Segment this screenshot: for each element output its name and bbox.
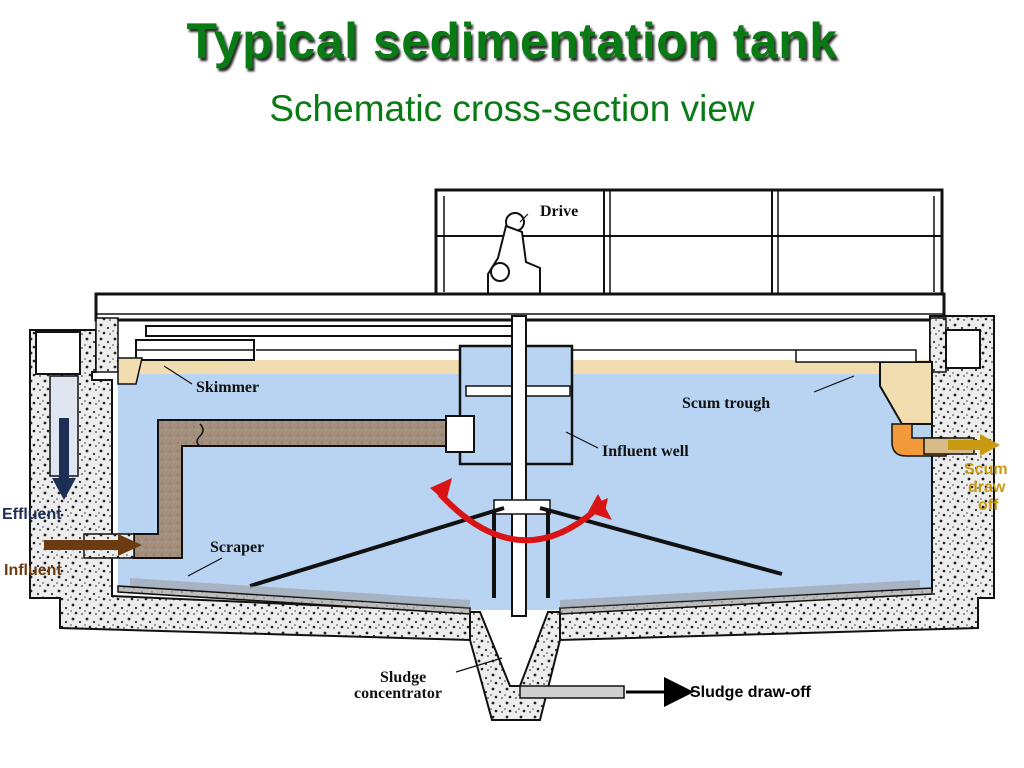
label-drive: Drive [540,203,578,220]
label-influent: Influent [4,562,62,579]
label-sludge-concentrator-2: concentrator [354,685,442,702]
scraper-blades [117,578,933,615]
label-effluent: Effluent [2,506,62,523]
rotation-arrow [430,478,612,544]
label-scum-trough: Scum trough [682,395,770,412]
page-subtitle: Schematic cross-section view [269,88,755,129]
influent-arrow [44,534,142,556]
label-skimmer: Skimmer [196,379,259,396]
label-scum-2: draw [968,479,1006,496]
scum-box [945,329,981,369]
sludge-pipe [519,685,625,699]
label-scraper: Scraper [210,539,264,556]
effluent-arrow [52,418,76,500]
label-scum-1: Scum [964,461,1008,478]
influent-pipe [133,419,447,559]
skimmer-arm [117,325,917,385]
scum-trough [879,361,933,425]
label-scum-3: off [978,497,999,514]
page-title: Typical sedimentation tank [186,13,838,69]
leader-lines [163,213,855,673]
scum-draw-off-arrow [948,434,1000,456]
label-sludge-draw-off: Sludge draw-off [690,684,812,701]
effluent-box [35,331,81,375]
label-sludge-concentrator-1: Sludge [380,669,426,686]
label-influent-well: Influent well [602,443,689,460]
center-shaft [511,315,527,617]
